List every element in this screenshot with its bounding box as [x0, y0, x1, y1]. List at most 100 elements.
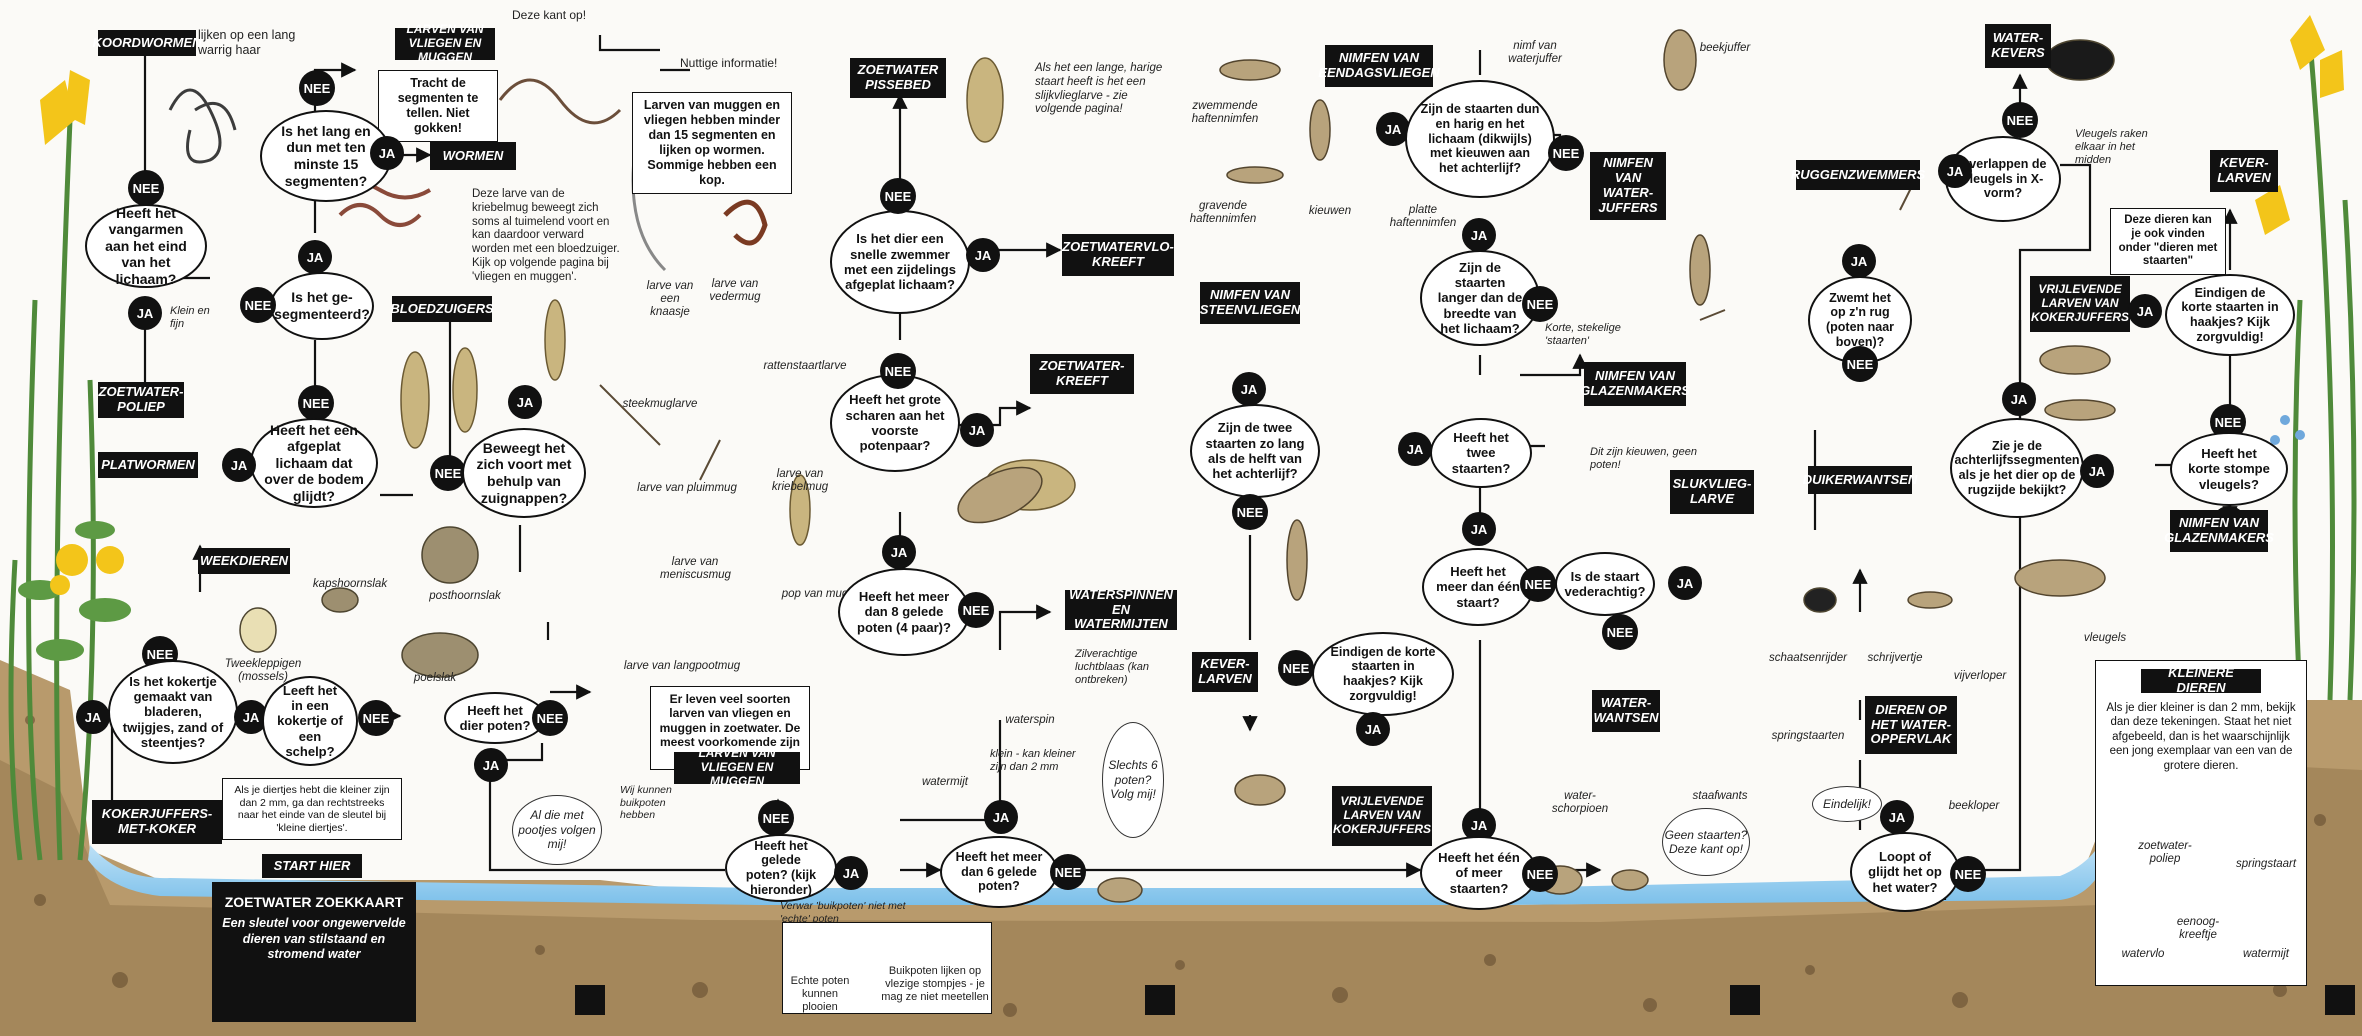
bubble-al-die: Al die met pootjes volgen mij!	[512, 795, 602, 865]
result-keverlarven: KEVER-LARVEN	[1192, 652, 1258, 692]
badge-ja: JA	[474, 748, 508, 782]
result-waterjuffers: NIMFEN VAN WATER-JUFFERS	[1590, 152, 1666, 220]
badge-ja: JA	[76, 700, 110, 734]
result-vlokreeft: ZOETWATERVLO-KREEFT	[1062, 234, 1174, 276]
question-half: Zijn de twee staarten zo lang als de hel…	[1190, 404, 1320, 498]
label-posthoornslak: posthoornslak	[420, 590, 510, 603]
badge-ja: JA	[370, 136, 404, 170]
badge-ja: JA	[298, 240, 332, 274]
badge-nee: NEE	[1602, 614, 1638, 650]
question-shell: Leeft het in een kokertje of een schelp?	[262, 676, 358, 766]
question-suckers: Beweegt het zich voort met behulp van zu…	[462, 428, 586, 518]
result-kreeft: ZOETWATER-KREEFT	[1030, 354, 1134, 394]
result-glazenmakers: NIMFEN VAN GLAZENMAKERS	[1584, 362, 1686, 406]
question-segmented: Is het ge-segmenteerd?	[270, 272, 374, 340]
label-kieuwen: kieuwen	[1300, 205, 1360, 218]
result-larven-vliegen-2: LARVEN VAN VLIEGEN EN MUGGEN	[674, 752, 800, 784]
badge-nee: NEE	[1950, 856, 1986, 892]
badge-ja: JA	[2002, 382, 2036, 416]
question-more8: Heeft het meer dan 8 gelede poten (4 paa…	[838, 568, 970, 656]
result-vrij-kokerjuffers-2: VRIJLEVENDE LARVEN VAN KOKERJUFFERS	[2030, 276, 2130, 332]
badge-ja: JA	[1356, 712, 1390, 746]
note-vleugels-raken: Vleugels raken elkaar in het midden	[2075, 128, 2155, 168]
result-eendagsvliegen: NIMFEN VAN EENDAGSVLIEGEN	[1325, 45, 1433, 87]
badge-ja: JA	[834, 856, 868, 890]
badge-ja: JA	[1938, 154, 1972, 188]
label-steekmuglarve: steekmuglarve	[620, 398, 700, 411]
question-one-more: Heeft het één of meer staarten?	[1420, 836, 1538, 910]
question-legs: Heeft het dier poten?	[444, 692, 546, 744]
question-surface: Loopt of glijdt het op het water?	[1850, 832, 1960, 912]
note-kieuwen-geen: Dit zijn kieuwen, geen poten!	[1590, 446, 1700, 472]
label-schaatsenrijder: schaatsenrijder	[1768, 652, 1848, 665]
result-waterspinnen: WATERSPINNEN EN WATERMIJTEN	[1065, 590, 1177, 630]
badge-nee: NEE	[758, 800, 794, 836]
badge-nee: NEE	[299, 70, 335, 106]
label-watermijt: watermijt	[920, 776, 970, 789]
note-diertjes-klein: Als je diertjes hebt die kleiner zijn da…	[222, 778, 402, 840]
badge-nee: NEE	[1232, 494, 1268, 530]
badge-nee: NEE	[958, 592, 994, 628]
badge-ja: JA	[128, 296, 162, 330]
badge-nee: NEE	[880, 353, 916, 389]
label-schrijvertje: schrijvertje	[1860, 652, 1930, 665]
label-staafwants: staafwants	[1690, 790, 1750, 803]
label-poelslak: poelslak	[400, 672, 470, 685]
label-springstaarten: springstaarten	[1768, 730, 1848, 743]
badge-ja: JA	[1232, 372, 1266, 406]
note-korte-stekelige: Korte, stekelige 'staarten'	[1545, 322, 1625, 348]
result-steenvliegen: NIMFEN VAN STEENVLIEGEN	[1200, 282, 1300, 324]
note-rattenstaart: Als het een lange, harige staart heeft i…	[1035, 62, 1175, 117]
label-eenoogkreeftje: eenoog-kreeftje	[2168, 916, 2228, 942]
badge-nee: NEE	[1548, 135, 1584, 171]
question-shell-case: Is het kokertje gemaakt van bladeren, tw…	[108, 660, 238, 764]
label-larve-vedermug: larve van vedermug	[705, 278, 765, 304]
badge-nee: NEE	[358, 700, 394, 736]
note-kriebelmug: Deze larve van de kriebelmug beweegt zic…	[472, 188, 622, 285]
badge-ja: JA	[960, 413, 994, 447]
note-koordwormen: lijken op een lang warrig haar	[198, 28, 308, 58]
label-larve-pluimmug: larve van pluimmug	[632, 482, 742, 495]
label-watervlo: watervlo	[2118, 948, 2168, 961]
note-deze-kant: Deze kant op!	[512, 8, 592, 22]
badge-ja: JA	[1668, 566, 1702, 600]
question-jointed: Heeft het gelede poten? (kijk hieronder)	[725, 834, 837, 902]
title-box-title: ZOETWATER ZOEKKAART	[222, 894, 406, 910]
label-kapshoornslak: kapshoornslak	[310, 578, 390, 591]
result-waterwantsen: WATER-WANTSEN	[1592, 690, 1660, 732]
label-zwemmende: zwemmende haftennimfen	[1180, 100, 1270, 126]
badge-ja: JA	[1462, 218, 1496, 252]
result-pissebed: ZOETWATER PISSEBED	[850, 58, 946, 98]
question-more-one: Heeft het meer dan één staart?	[1422, 548, 1534, 626]
small-animals-text: Als je dier kleiner is dan 2 mm, bekijk …	[2106, 701, 2296, 773]
result-oppervlak: DIEREN OP HET WATER-OPPERVLAK	[1865, 696, 1957, 754]
question-stumps: Heeft het korte stompe vleugels?	[2170, 432, 2288, 506]
badge-nee: NEE	[298, 385, 334, 421]
label-vijverloper: vijverloper	[1950, 670, 2010, 683]
badge-ja: JA	[222, 448, 256, 482]
label-waterschorpioen: water-schorpioen	[1550, 790, 1610, 816]
badge-ja: JA	[1398, 432, 1432, 466]
result-duikerwantsen: DUIKERWANTSEN	[1808, 466, 1912, 494]
note-buikpoten: Buikpoten lijken op vlezige stompjes - j…	[880, 965, 990, 1005]
note-tracht: Tracht de segmenten te tellen. Niet gokk…	[378, 70, 498, 142]
question-hooks-tail: Eindigen de korte staarten in haakjes? K…	[1312, 632, 1454, 716]
label-larve-langpootmug: larve van langpootmug	[622, 660, 742, 673]
question-feathery: Is de staart vederachtig?	[1555, 552, 1655, 616]
badge-nee: NEE	[880, 178, 916, 214]
label-vleugels: vleugels	[2075, 632, 2135, 645]
badge-nee: NEE	[1522, 856, 1558, 892]
badge-nee: NEE	[430, 455, 466, 491]
badge-nee: NEE	[1842, 346, 1878, 382]
label-gravende: gravende haftennimfen	[1178, 200, 1268, 226]
note-deze-dieren: Deze dieren kan je ook vinden onder "die…	[2110, 208, 2226, 275]
result-bloedzuigers: BLOEDZUIGERS	[392, 296, 492, 322]
badge-nee: NEE	[1278, 650, 1314, 686]
badge-ja: JA	[1880, 800, 1914, 834]
result-platwormen: PLATWORMEN	[98, 452, 198, 478]
note-zilverachtige: Zilverachtige luchtblaas (kan ontbreken)	[1075, 648, 1185, 688]
result-weekdieren: WEEKDIEREN	[198, 548, 290, 574]
result-waterkevers: WATER-KEVERS	[1985, 24, 2051, 68]
badge-ja: JA	[882, 535, 916, 569]
note-klein-fijn: Klein en fijn	[170, 305, 220, 331]
